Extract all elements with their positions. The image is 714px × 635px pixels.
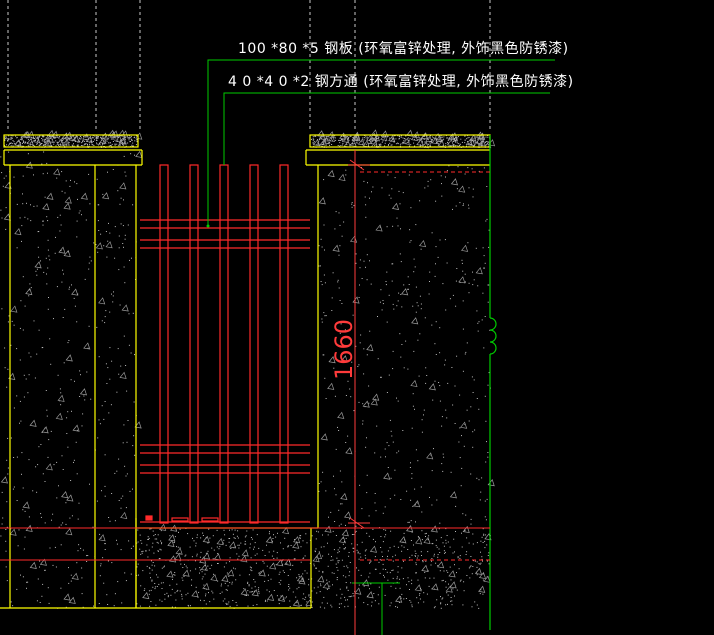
right-boundary-line <box>489 135 497 630</box>
dimension-label: 1660 <box>330 318 358 380</box>
leader-dot <box>206 224 210 228</box>
lower-rails <box>140 444 310 474</box>
callout-steel-plate: 100 *80 *5 钢板 (环氧富锌处理, 外饰黑色防锈漆) <box>238 41 569 57</box>
dimension-1660 <box>348 150 370 635</box>
steel-fence-assembly <box>140 164 310 524</box>
vertical-square-tubes <box>159 164 289 524</box>
callout-leaders <box>207 59 555 635</box>
right-pier <box>305 134 491 608</box>
callout-square-tube: 4 0 *4 0 *2 钢方通 (环氧富锌处理, 外饰黑色防锈漆) <box>228 74 574 90</box>
upper-rails <box>140 219 310 249</box>
red-reference-lines <box>0 171 490 561</box>
concrete-speckle-left <box>0 129 313 609</box>
concrete-speckle-right <box>311 129 496 609</box>
top-dashed-guides <box>7 0 491 130</box>
